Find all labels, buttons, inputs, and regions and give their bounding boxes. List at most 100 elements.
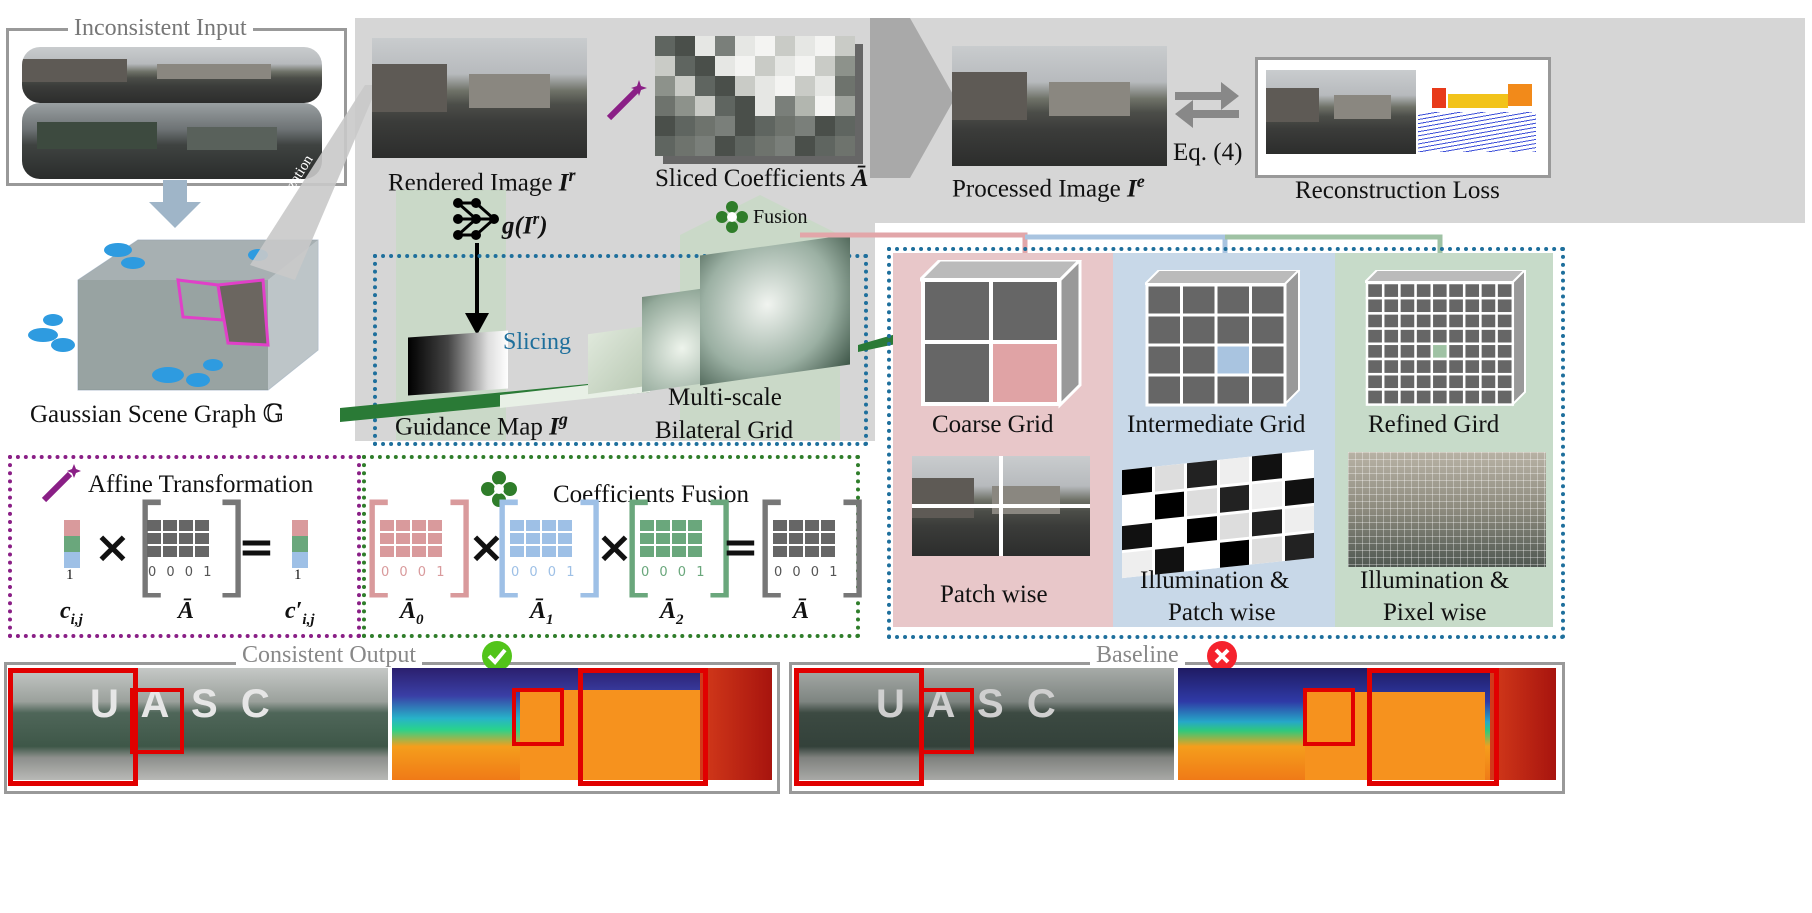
processed-image-label: Processed Image Ie <box>952 171 1145 203</box>
intermediate-grid-cell <box>1214 373 1252 407</box>
pixel-grid-overlay <box>1348 452 1546 567</box>
sliced-coefficient-cell <box>775 96 795 116</box>
abar-result-label: Ā <box>793 598 810 624</box>
matrix-cell <box>396 520 410 531</box>
sliced-coefficient-cell <box>675 56 695 76</box>
sliced-coefficient-cell <box>675 116 695 136</box>
cprime-ij-label: c′i,j <box>285 598 315 628</box>
right-arrow-shape <box>870 18 955 178</box>
refined-grid-cell <box>1381 327 1401 346</box>
refined-grid-cell <box>1381 281 1401 300</box>
intermediate-grid-cube <box>1145 270 1301 407</box>
sliced-coefficient-cell <box>695 96 715 116</box>
refined-grid-cell <box>1479 296 1498 315</box>
matrix-cell <box>542 533 556 544</box>
matrix-cell <box>688 546 702 557</box>
sliced-coefficient-cell <box>715 36 735 56</box>
refined-grid-cell <box>1446 388 1466 406</box>
matrix-cell <box>510 520 524 531</box>
sliced-coefficient-cell <box>695 116 715 136</box>
scene-graph-label: Gaussian Scene Graph 𝔾 <box>30 401 284 428</box>
sliced-coefficient-cell <box>835 136 855 156</box>
refined-grid-cell <box>1414 281 1434 300</box>
sliced-coefficient-cell <box>695 136 715 156</box>
refined-grid-cell <box>1462 312 1482 330</box>
sliced-coefficient-cell <box>715 96 735 116</box>
refined-grid-cell <box>1381 312 1401 330</box>
intermediate-grid-cell <box>1214 343 1252 377</box>
intermediate-grid-cell <box>1180 373 1218 407</box>
matrix-cell <box>195 520 209 531</box>
matrix-cell <box>789 533 803 544</box>
baseline-zoom-box-small <box>920 688 974 754</box>
matrix-cell <box>163 546 177 557</box>
sliced-coefficient-cell <box>795 76 815 96</box>
bilateral-block-small <box>588 325 648 395</box>
sliced-coefficient-cell <box>655 136 675 156</box>
abar-label: Ā <box>178 598 195 624</box>
refined-grid-cell <box>1462 296 1482 315</box>
refined-grid-cell <box>1381 296 1401 315</box>
matrix-cell <box>195 546 209 557</box>
a1-label: Ā1 <box>530 598 554 628</box>
intermediate-grid-cell <box>1249 313 1287 347</box>
matrix-cell <box>163 533 177 544</box>
refined-grid-cell <box>1414 372 1434 391</box>
a0-right-bracket: ] <box>438 481 481 609</box>
a0-matrix <box>380 520 442 557</box>
refined-grid-cell <box>1462 388 1482 406</box>
sliced-coefficient-cell <box>835 76 855 96</box>
refined-grid-cube <box>1365 270 1527 407</box>
matrix-cell <box>656 546 670 557</box>
a2-label: Ā2 <box>660 598 684 628</box>
refined-grid-cell <box>1462 342 1482 361</box>
sliced-coefficient-cell <box>695 56 715 76</box>
matrix-cell <box>428 533 442 544</box>
refined-grid-cell <box>1414 357 1434 376</box>
coarse-grid-cube <box>920 260 1083 409</box>
consistent-depth-zoom-small <box>512 688 564 746</box>
refined-grid-cell <box>1365 372 1385 391</box>
a1-matrix <box>510 520 572 557</box>
matrix-cell <box>821 533 835 544</box>
baseline-depth-zoom-small <box>1303 688 1355 746</box>
matrix-cell <box>656 520 670 531</box>
matrix-cell <box>412 546 426 557</box>
cross-icon <box>1207 641 1237 671</box>
illumination-patch-cell <box>1284 477 1314 506</box>
a0-left-bracket: [ <box>357 481 400 609</box>
refined-grid-cell <box>1398 372 1417 391</box>
matrix-cell <box>396 533 410 544</box>
sliced-coefficient-cell <box>675 36 695 56</box>
sliced-coefficient-cell <box>735 36 755 56</box>
matrix-cell <box>805 546 819 557</box>
c-ij-label: ci,j <box>60 598 83 628</box>
refined-grid-cell <box>1446 327 1466 346</box>
bilateral-label-line1: Multi-scale <box>668 384 782 411</box>
refined-grid-cell <box>1462 281 1482 300</box>
refined-grid-cell <box>1381 342 1401 361</box>
refined-grid-cell <box>1495 388 1515 406</box>
baseline-depth-right <box>1490 668 1556 780</box>
refined-caption-1: Illumination & <box>1360 567 1510 594</box>
times-symbol-1: × <box>468 522 505 573</box>
intermediate-grid-cell <box>1145 343 1183 377</box>
sliced-coefficient-cell <box>815 76 835 96</box>
matrix-cell <box>195 533 209 544</box>
sliced-coefficient-cell <box>715 76 735 96</box>
refined-grid-cell <box>1414 388 1434 406</box>
consistent-container-image <box>8 668 388 780</box>
refined-grid-cell <box>1430 372 1450 391</box>
illumination-patch-cell <box>1219 512 1249 541</box>
a1-right-bracket: ] <box>568 481 611 609</box>
refined-grid-cell <box>1479 388 1498 406</box>
sliced-coefficient-cell <box>755 76 775 96</box>
coef-fusion-box <box>362 455 860 638</box>
baseline-container-image <box>794 668 1174 780</box>
guidance-map-label: Guidance Map Ig <box>395 409 568 441</box>
matrix-cell <box>688 520 702 531</box>
illumination-patch-cell <box>1154 491 1184 520</box>
sliced-coefficient-cell <box>735 116 755 136</box>
matrix-cell <box>640 520 654 531</box>
refined-grid-cell <box>1414 312 1434 330</box>
